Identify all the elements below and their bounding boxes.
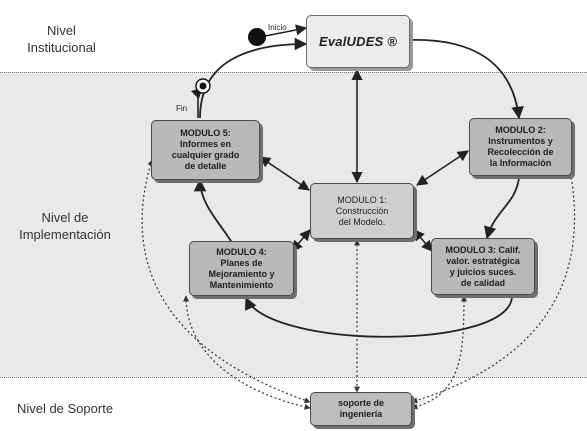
modulo-4-box: MODULO 4: Planes de Mejoramiento y Mante… xyxy=(189,241,294,296)
end-label: Fin xyxy=(176,104,188,113)
modulo-3-label: MODULO 3: Calif. valor. estratégica y ju… xyxy=(445,244,521,288)
modulo-3-box: MODULO 3: Calif. valor. estratégica y ju… xyxy=(431,238,535,295)
level-institutional-label: Nivel Institucional xyxy=(27,23,96,55)
soporte-box: soporte de ingeniería xyxy=(310,392,412,426)
modulo-5-label: MODULO 5: Informes en cualquier grado de… xyxy=(171,128,240,171)
level-implementation-label: Nivel de Implementación xyxy=(19,210,111,242)
evaludes-box: EvalUDES ® xyxy=(306,15,410,68)
level-support-label: Nivel de Soporte xyxy=(16,401,114,416)
modulo-5-box: MODULO 5: Informes en cualquier grado de… xyxy=(151,120,260,180)
evaludes-label: EvalUDES ® xyxy=(318,34,398,49)
divider-top xyxy=(0,72,587,73)
modulo-2-label: MODULO 2: Instrumentos y Recolección de … xyxy=(487,125,554,168)
modulo-1-box: MODULO 1: Construcción del Modelo. xyxy=(310,183,414,239)
modulo-2-box: MODULO 2: Instrumentos y Recolección de … xyxy=(469,118,572,176)
modulo-4-label: MODULO 4: Planes de Mejoramiento y Mante… xyxy=(208,246,275,290)
start-label: Inicio xyxy=(268,23,287,32)
divider-bottom xyxy=(0,377,587,378)
modulo-1-label: MODULO 1: Construcción del Modelo. xyxy=(335,194,389,227)
soporte-label: soporte de ingeniería xyxy=(337,398,384,419)
